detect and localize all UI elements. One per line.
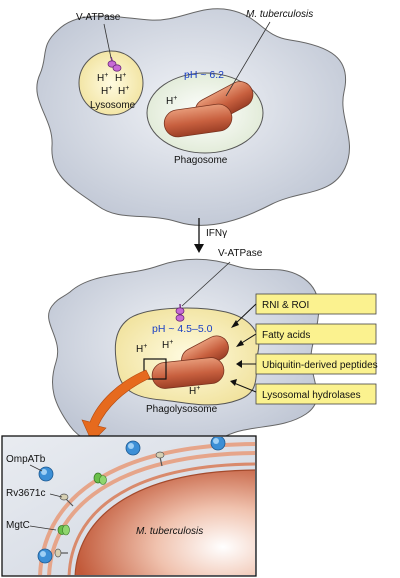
vatpase-head-bottom-icon [175, 314, 185, 322]
pl-h4: H+ [189, 385, 200, 397]
ompatb-protein-2-icon [125, 440, 141, 456]
rv3671c-protein-2-icon [155, 451, 165, 467]
vatpase-leader-bottom [181, 261, 231, 307]
vatpase-pump-bottom-icon [175, 307, 185, 315]
vatpase-label-bottom: V-ATPase [218, 248, 263, 259]
vacuole-membrane-inner [47, 451, 255, 575]
phagolysosome-label: Phagolysosome [146, 404, 218, 415]
factor-arrow-2-icon [236, 360, 242, 368]
ph-label-bottom: pH ~ 4.5–5.0 [152, 323, 213, 335]
rv3671c-label: Rv3671c [6, 488, 45, 499]
factor-arrow-1-icon [236, 340, 244, 347]
factor-label-2: Ubiquitin-derived peptides [262, 360, 378, 371]
pl-h2: H+ [162, 339, 173, 351]
ompatb-protein-3-icon [37, 548, 53, 564]
ifn-gamma-label: IFNγ [206, 228, 227, 239]
mtb-bacteria-top [163, 81, 254, 138]
lysosome [78, 50, 144, 116]
ompatb-protein-4-icon [210, 437, 226, 451]
ompatb-leader [29, 464, 43, 472]
phagosome-label: Phagosome [174, 155, 228, 166]
zoom-arrow-icon [81, 369, 151, 443]
factor-box-1: Fatty acids [236, 323, 377, 347]
zoom-box [143, 358, 167, 380]
factor-arrow-3-icon [230, 379, 237, 386]
factor-box-0: RNI & ROI [231, 293, 377, 328]
factor-box-3: Lysosomal hydrolases [230, 379, 377, 405]
lyso-h3: H+ [101, 85, 112, 97]
vatpase-label-top: V-ATPase [76, 12, 121, 23]
phago-h: H+ [166, 95, 177, 107]
ompatb-label: OmpATb [6, 454, 46, 465]
factor-arrow-0-icon [231, 320, 239, 328]
lyso-h2: H+ [115, 72, 126, 84]
rv3671c-protein-icon [59, 493, 74, 507]
pl-h1: H+ [136, 343, 147, 355]
arrowhead-down-icon [194, 244, 204, 253]
ifn-gamma-arrow: IFNγ [194, 218, 227, 253]
mtb-label-inset: M. tuberculosis [136, 526, 203, 537]
ph-label-top: pH ~ 6.2 [184, 69, 224, 81]
ompatb-protein-icon [38, 466, 54, 482]
mtb-envelope [67, 462, 255, 575]
lyso-h4: H+ [118, 85, 129, 97]
factor-label-0: RNI & ROI [262, 300, 309, 311]
mgtc-leader [29, 525, 57, 531]
factor-label-1: Fatty acids [262, 330, 310, 341]
rv3671c-leader [49, 493, 63, 498]
top-macrophage: H+ H+ H+ H+ Lysosome V-ATPase pH ~ 6.2 H… [36, 8, 350, 226]
inset-panel: OmpATb Rv3671c MgtC M. tuberculosis [1, 435, 257, 577]
factor-label-3: Lysosomal hydrolases [262, 390, 361, 401]
mtb-large [74, 469, 255, 575]
lysosome-label: Lysosome [90, 100, 136, 111]
rv3671c-protein-3-icon [54, 548, 68, 558]
mtb-leader-top [225, 21, 271, 97]
mtb-label-top: M. tuberculosis [246, 9, 313, 20]
vatpase-head-top-icon [112, 64, 122, 72]
mgtc-protein-2-icon [93, 472, 107, 485]
mtb-bacteria-bottom [151, 335, 229, 389]
mgtc-protein-icon [57, 524, 70, 536]
lyso-h1: H+ [97, 72, 108, 84]
vatpase-leader-top [103, 23, 112, 59]
mgtc-label: MgtC [6, 520, 30, 531]
factor-box-2: Ubiquitin-derived peptides [236, 353, 378, 375]
